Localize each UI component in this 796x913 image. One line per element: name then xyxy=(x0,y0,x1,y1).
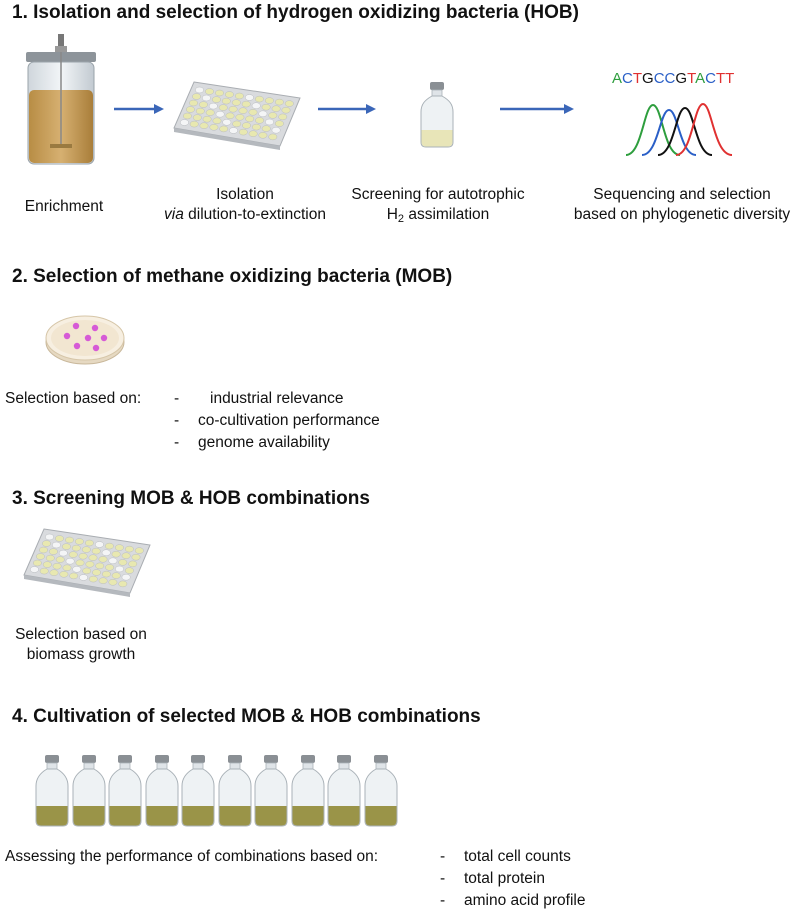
isolation-line2: dilution-to-extinction xyxy=(183,206,326,223)
screening-line1: Screening for autotrophic xyxy=(351,186,525,203)
section-4-heading: 4. Cultivation of selected MOB & HOB com… xyxy=(12,706,481,727)
culture-bottle-icon xyxy=(35,755,69,832)
sequence-letter: C xyxy=(653,70,665,87)
sequence-letter: A xyxy=(612,70,623,87)
culture-bottle-icon xyxy=(327,755,361,832)
sequence-letter: C xyxy=(705,70,716,87)
isolation-label: Isolation via dilution-to-extinction xyxy=(155,185,335,225)
culture-bottle-icon xyxy=(145,755,179,832)
sequence-letter: T xyxy=(715,70,726,87)
screening-rest: assimilation xyxy=(404,206,490,223)
screening-selection-label: Selection based on biomass growth xyxy=(15,626,147,663)
list-item: -amino acid profile xyxy=(440,892,586,909)
section-1-heading: 1. Isolation and selection of hydrogen o… xyxy=(12,2,579,23)
list-item: -genome availability xyxy=(174,434,330,451)
section-3-heading: 3. Screening MOB & HOB combinations xyxy=(12,488,370,509)
sequence-letter: C xyxy=(664,70,676,87)
culture-bottle-icon xyxy=(254,755,288,832)
performance-lead: Assessing the performance of combination… xyxy=(5,848,379,865)
list-item: -total protein xyxy=(440,870,545,887)
sequence-letter: A xyxy=(695,70,706,87)
section-2-heading: 2. Selection of methane oxidizing bacter… xyxy=(12,266,453,287)
enrichment-label: Enrichment xyxy=(24,198,104,215)
arrow-right-icon xyxy=(114,104,164,114)
performance-criteria-list: -total cell counts -total protein -amino… xyxy=(440,846,585,912)
list-item: -total cell counts xyxy=(440,848,571,865)
culture-bottle-icon xyxy=(181,755,215,832)
well-plate-icon xyxy=(23,528,151,597)
sequence-letter: G xyxy=(642,70,654,87)
sequence-letter: C xyxy=(622,70,633,87)
sequence-letter: G xyxy=(675,70,688,87)
sequencing-label: Sequencing and selection based on phylog… xyxy=(568,185,796,225)
sequence-letter: T xyxy=(632,70,643,87)
mob-criteria-list: -industrial relevance -co-cultivation pe… xyxy=(174,388,380,454)
sequence-letter: T xyxy=(687,70,696,87)
list-item: -co-cultivation performance xyxy=(174,412,380,429)
list-item: -industrial relevance xyxy=(174,390,344,407)
isolation-via: via xyxy=(164,206,184,223)
bioreactor-icon xyxy=(26,34,96,165)
culture-bottle-icon xyxy=(218,755,252,832)
sequencing-line2: based on phylogenetic diversity xyxy=(573,206,791,223)
isolation-line1: Isolation xyxy=(216,186,274,203)
petri-dish-icon xyxy=(45,315,125,365)
chromatogram-icon xyxy=(625,102,733,156)
culture-bottle-icon xyxy=(420,82,454,148)
culture-bottle-icon xyxy=(364,755,398,832)
dna-sequence: ACTGCCGTACTT xyxy=(612,70,734,87)
sequence-letter: T xyxy=(725,70,735,87)
arrow-right-icon xyxy=(500,104,574,114)
screening-label: Screening for autotrophic H2 assimilatio… xyxy=(330,185,546,226)
culture-bottle-icon xyxy=(291,755,325,832)
culture-bottle-icon xyxy=(72,755,106,832)
mob-selection-lead: Selection based on: xyxy=(5,390,142,407)
culture-bottle-icon xyxy=(108,755,142,832)
well-plate-icon xyxy=(173,81,301,150)
arrow-right-icon xyxy=(318,104,376,114)
screening-h: H xyxy=(386,206,398,223)
screening-subscript: 2 xyxy=(397,213,405,225)
sequencing-line1: Sequencing and selection xyxy=(593,186,771,203)
